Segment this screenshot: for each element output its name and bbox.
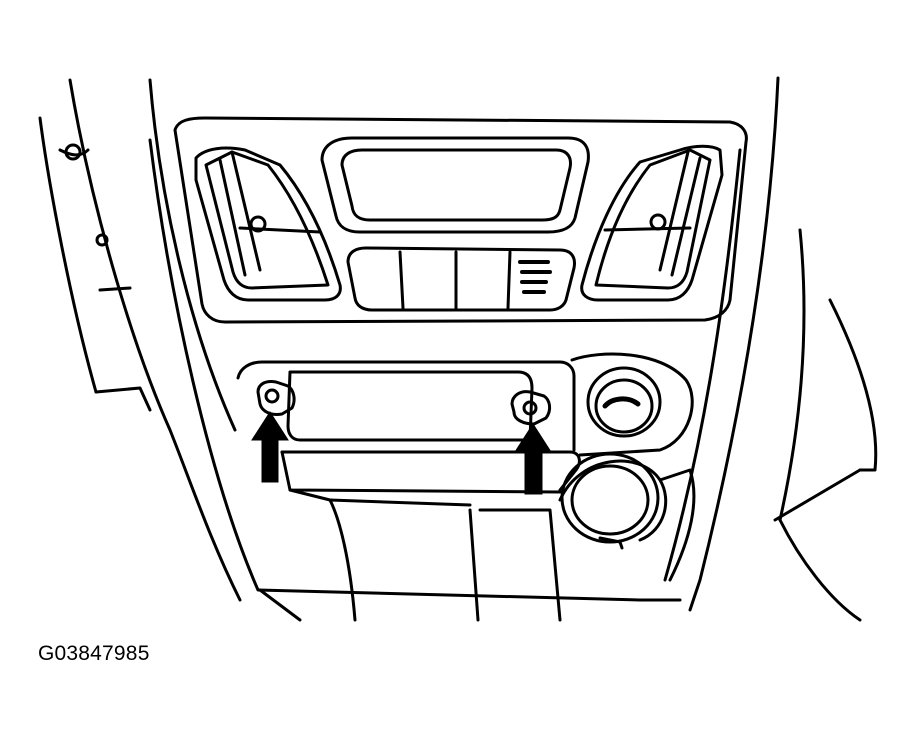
left-trim-panel bbox=[38, 78, 242, 602]
up-arrow-icon bbox=[251, 411, 289, 483]
left-mounting-screw bbox=[256, 380, 296, 416]
upper-power-outlet bbox=[570, 352, 694, 457]
lower-left-edge bbox=[258, 588, 302, 622]
right-reading-lamp bbox=[580, 144, 724, 302]
up-arrow-icon bbox=[514, 423, 552, 495]
right-mounting-screw bbox=[510, 390, 552, 426]
console-button-row bbox=[346, 246, 576, 312]
figure-id-label: G03847985 bbox=[38, 642, 150, 665]
center-display bbox=[320, 136, 590, 234]
right-trim-panel bbox=[688, 76, 878, 622]
lower-cup-holder bbox=[558, 452, 696, 582]
left-reading-lamp bbox=[194, 146, 342, 302]
storage-compartment bbox=[236, 360, 581, 622]
console-shell bbox=[148, 116, 748, 602]
